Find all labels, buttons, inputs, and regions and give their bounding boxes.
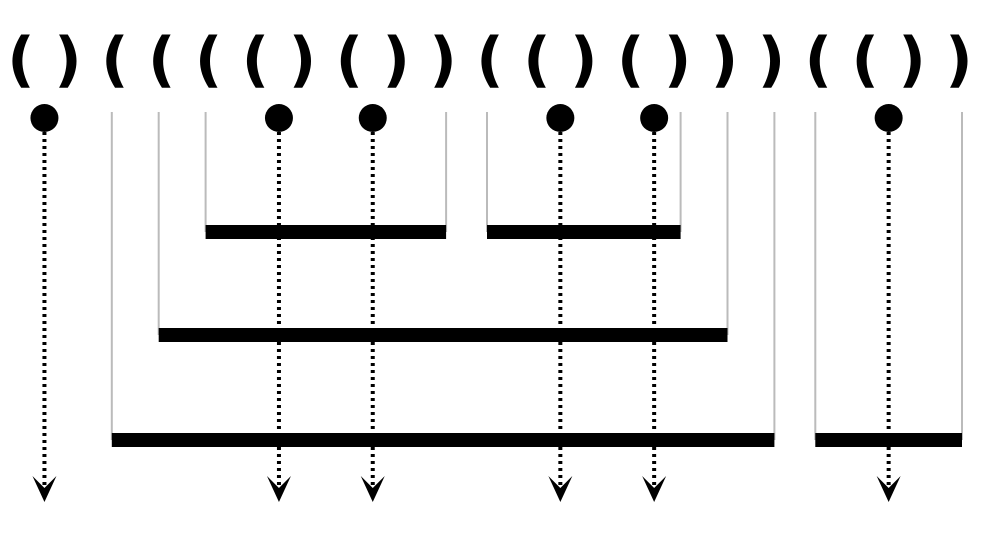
nesting-bracket [157, 112, 729, 342]
open-paren: ( [336, 25, 363, 95]
open-paren: ( [851, 25, 878, 95]
arrow-head-icon [548, 476, 573, 502]
open-paren: ( [617, 25, 644, 95]
close-paren: ) [54, 25, 81, 95]
close-paren: ) [382, 25, 409, 95]
arrow-head-icon [32, 476, 57, 502]
arrow-head-icon [266, 476, 291, 502]
bracket-bar [158, 328, 728, 342]
open-paren: ( [805, 25, 832, 95]
arrow-head-icon [642, 476, 667, 502]
pair-dot [640, 104, 669, 132]
nesting-bracket [204, 112, 448, 239]
pair-dot [546, 104, 575, 132]
close-paren: ) [664, 25, 691, 95]
close-paren: ) [711, 25, 738, 95]
arrow-head-icon [360, 476, 385, 502]
close-paren: ) [289, 25, 316, 95]
pair-arrow [546, 104, 575, 502]
nesting-bracket [110, 112, 776, 447]
bracket-bar [487, 225, 681, 239]
open-paren: ( [523, 25, 550, 95]
close-paren: ) [429, 25, 456, 95]
adjacent-pair-arrows [30, 104, 903, 502]
parenthesis-sequence: () ( ( ( () ()) ( () ())) ( ()) [7, 25, 972, 95]
close-paren: ) [570, 25, 597, 95]
close-paren: ) [758, 25, 785, 95]
pair-arrow [640, 104, 669, 502]
close-paren: ) [945, 25, 972, 95]
open-paren: ( [148, 25, 175, 95]
open-paren: ( [242, 25, 269, 95]
pair-dot [358, 104, 387, 132]
pair-dot [874, 104, 903, 132]
pair-arrow [874, 104, 903, 502]
bracket-bar [111, 433, 775, 447]
pair-dot [30, 104, 59, 132]
nesting-bracket [486, 112, 682, 239]
pair-arrow [358, 104, 387, 502]
arrow-head-icon [876, 476, 901, 502]
open-paren: ( [7, 25, 34, 95]
close-paren: ) [898, 25, 925, 95]
pair-dot [264, 104, 293, 132]
open-paren: ( [195, 25, 222, 95]
pair-arrow [30, 104, 59, 502]
nesting-brackets [110, 112, 963, 447]
open-paren: ( [476, 25, 503, 95]
bracket-bar [205, 225, 447, 239]
pair-arrow [264, 104, 293, 502]
open-paren: ( [101, 25, 128, 95]
